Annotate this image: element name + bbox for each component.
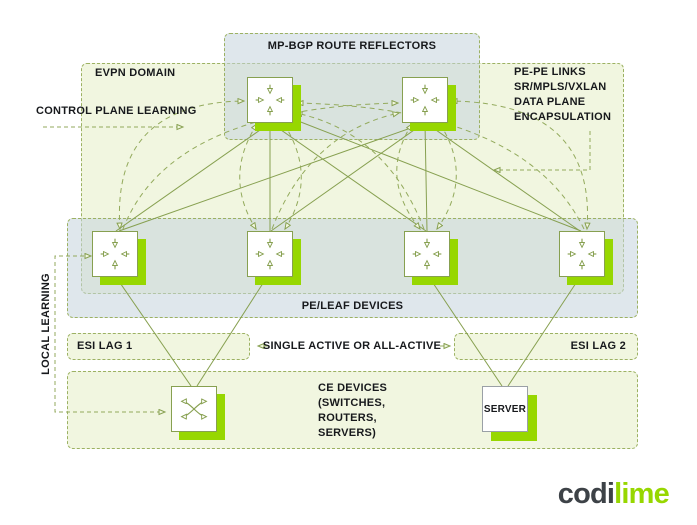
- ce-devices-line-3: ROUTERS,: [318, 412, 377, 424]
- ce-switch: [171, 386, 217, 432]
- router-icon: [567, 238, 597, 270]
- pe-pe-links-line-3: DATA PLANE: [514, 96, 586, 108]
- pe-pe-links-line-1: PE-PE LINKS: [514, 66, 586, 78]
- pe-leaf-router-4: [559, 231, 605, 277]
- router-icon: [255, 84, 285, 116]
- pe-pe-links-label: PE-PE LINKS SR/MPLS/VXLAN DATA PLANE ENC…: [514, 65, 634, 125]
- logo-lime-part: lime: [614, 478, 670, 510]
- router-icon: [410, 84, 440, 116]
- pe-leaf-router-3: [404, 231, 450, 277]
- codilime-logo: codilime: [557, 478, 670, 511]
- ce-devices-line-1: CE DEVICES: [318, 382, 388, 394]
- pe-pe-links-line-2: SR/MPLS/VXLAN: [514, 81, 607, 93]
- pe-leaf-router-1: [92, 231, 138, 277]
- esi-lag-1-label: ESI LAG 1: [77, 340, 133, 352]
- pe-leaf-devices-label: PE/LEAF DEVICES: [301, 300, 404, 312]
- single-active-label: SINGLE ACTIVE OR ALL-ACTIVE: [262, 340, 442, 352]
- evpn-domain-label: EVPN DOMAIN: [95, 67, 176, 79]
- control-plane-learning-label: CONTROL PLANE LEARNING: [36, 105, 197, 117]
- server-label: SERVER: [483, 403, 527, 415]
- router-icon: [412, 238, 442, 270]
- ce-devices-label: CE DEVICES (SWITCHES, ROUTERS, SERVERS): [318, 381, 438, 441]
- mp-bgp-route-reflectors-label: MP-BGP ROUTE REFLECTORS: [267, 40, 437, 52]
- ce-server: SERVER: [482, 386, 528, 432]
- esi-lag-2-label: ESI LAG 2: [570, 340, 626, 352]
- ce-devices-line-2: (SWITCHES,: [318, 397, 386, 409]
- switch-icon: [172, 386, 216, 432]
- pe-pe-links-line-4: ENCAPSULATION: [514, 111, 612, 123]
- router-icon: [100, 238, 130, 270]
- local-learning-label: LOCAL LEARNING: [40, 273, 52, 375]
- route-reflector-1: [247, 77, 293, 123]
- ce-devices-line-4: SERVERS): [318, 427, 377, 439]
- pe-leaf-router-2: [247, 231, 293, 277]
- route-reflector-2: [402, 77, 448, 123]
- logo-dark-part: codi: [557, 478, 615, 510]
- router-icon: [255, 238, 285, 270]
